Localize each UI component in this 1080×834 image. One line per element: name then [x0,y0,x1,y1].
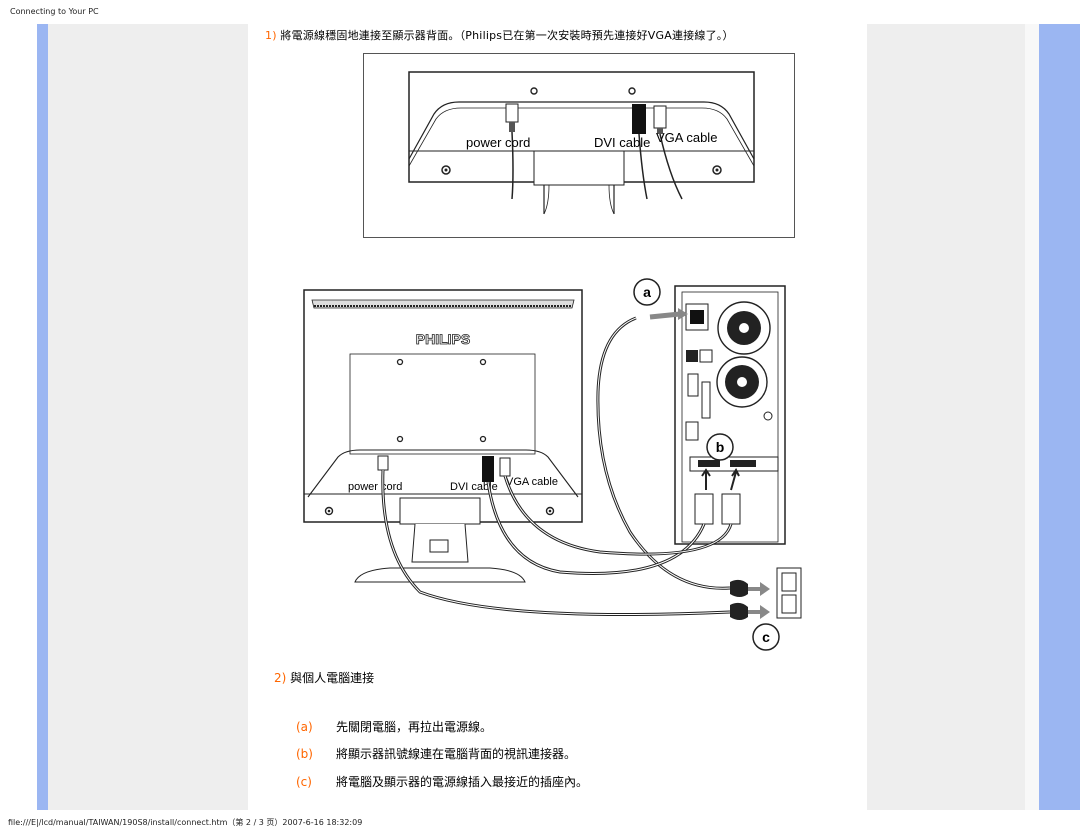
step-2-title: 與個人電腦連接 [290,671,375,685]
right-gap [1025,24,1039,810]
step-1-number: 1) [265,29,277,42]
substep-b: (b) 將顯示器訊號線連在電腦背面的視訊連接器。 [296,745,576,762]
monitor-brand-logo: PHILIPS [416,331,470,347]
substep-c-text: 將電腦及顯示器的電源線插入最接近的插座內。 [336,775,589,789]
substep-b-text: 將顯示器訊號線連在電腦背面的視訊連接器。 [336,747,577,761]
step-2-number: 2) [274,671,287,685]
page-footer-path: file:///E|/lcd/manual/TAIWAN/190S8/insta… [8,818,363,827]
substep-c: (c) 將電腦及顯示器的電源線插入最接近的插座內。 [296,773,588,790]
monitor-vga-cable-label: VGA cable [506,476,558,488]
substep-b-label: (b) [296,747,313,761]
left-margin-panel [48,24,248,810]
step-2-heading: 2) 與個人電腦連接 [274,669,374,686]
substep-a-label: (a) [296,720,313,734]
closeup-dvi-cable-label: DVI cable [594,135,650,150]
marker-a: a [643,284,651,300]
marker-c: c [762,629,770,645]
monitor-to-pc-connection-figure: PHILIPS power cord DVI cable VGA cable [300,272,820,652]
monitor-back-closeup-drawing: power cord DVI cable VGA cable [408,71,755,215]
left-sidebar-band [37,24,48,810]
closeup-vga-cable-label: VGA cable [656,130,717,145]
closeup-power-cord-label: power cord [466,135,530,150]
step-1-text: 1) 將電源線穩固地連接至顯示器背面。（Philips已在第一次安裝時預先連接好… [265,27,734,43]
monitor-to-pc-connection-drawing: PHILIPS power cord DVI cable VGA cable [303,278,802,651]
substep-a: (a) 先關閉電腦，再拉出電源線。 [296,718,492,735]
marker-b: b [716,439,725,455]
page-header-title: Connecting to Your PC [10,7,99,16]
substep-a-text: 先關閉電腦，再拉出電源線。 [336,720,493,734]
substep-c-label: (c) [296,775,312,789]
step-1-instruction: 將電源線穩固地連接至顯示器背面。（Philips已在第一次安裝時預先連接好VGA… [280,29,734,42]
monitor-dvi-cable-label: DVI cable [450,481,498,493]
right-margin-panel [867,24,1025,810]
right-sidebar-band [1039,24,1080,810]
monitor-power-cord-label: power cord [348,481,402,493]
monitor-back-closeup-figure: power cord DVI cable VGA cable [363,53,795,238]
